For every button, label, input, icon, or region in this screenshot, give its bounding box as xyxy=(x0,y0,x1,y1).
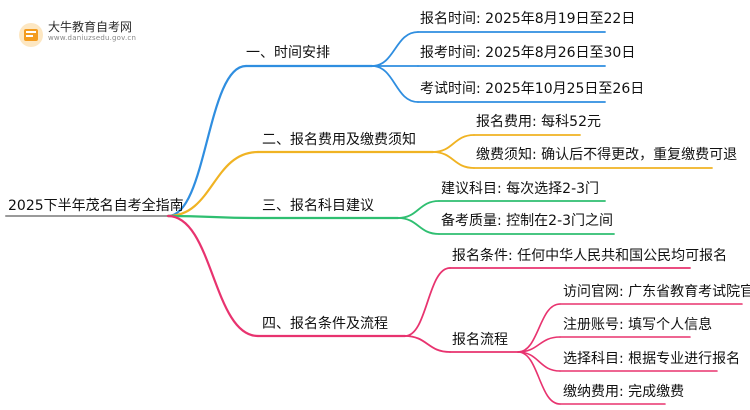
leaf-connector xyxy=(517,351,561,372)
leaf-connector xyxy=(517,351,561,405)
leaf-connector xyxy=(432,151,475,169)
leaf-label: 报名费用: 每科52元 xyxy=(476,114,601,130)
leaf-label: 备考质量: 控制在2-3门之间 xyxy=(441,213,614,229)
leaf-label: 选择科目: 根据专业进行报名 xyxy=(563,351,741,367)
leaf-label: 访问官网: 广东省教育考试院官网 xyxy=(563,284,750,300)
branch-connector xyxy=(166,214,260,220)
logo-title: 大牛教育自考网 xyxy=(48,20,133,34)
subbranch-label: 报名流程 xyxy=(452,332,508,348)
branch-label: 三、报名科目建议 xyxy=(262,198,374,214)
branch-label: 四、报名条件及流程 xyxy=(262,316,388,332)
leaf-label: 报名时间: 2025年8月19日至22日 xyxy=(420,11,636,27)
leaf-connector xyxy=(432,134,475,153)
leaf-connector xyxy=(397,200,440,219)
logo-url: www.daniuzsedu.gov.cn xyxy=(48,34,137,42)
subbranch-connector xyxy=(404,335,451,353)
leaf-connector xyxy=(371,65,419,103)
leaf-label: 缴费须知: 确认后不得更改，重复缴费可退 xyxy=(476,147,738,163)
branch-connector xyxy=(166,150,260,218)
branch-connector xyxy=(166,214,260,338)
leaf-label: 报考时间: 2025年8月26日至30日 xyxy=(420,45,636,61)
leaf-label: 缴纳费用: 完成缴费 xyxy=(563,384,685,400)
branch-label: 二、报名费用及缴费须知 xyxy=(262,132,416,148)
leaf-connector xyxy=(371,31,419,67)
leaf-label: 考试时间: 2025年10月25日至26日 xyxy=(420,81,645,97)
leaf-connector xyxy=(397,217,440,235)
leaf-connector xyxy=(517,303,561,353)
branch-connector xyxy=(166,64,248,218)
root-topic: 2025下半年茂名自考全指南 xyxy=(8,198,184,214)
leaf-label: 建议科目: 每次选择2-3门 xyxy=(441,181,600,197)
logo-icon xyxy=(18,22,44,48)
leaf-label: 注册账号: 填写个人信息 xyxy=(563,317,713,333)
leaf-label: 报名条件: 任何中华人民共和国公民均可报名 xyxy=(452,248,728,264)
leaf-connector xyxy=(404,267,451,337)
branch-label: 一、时间安排 xyxy=(246,45,330,61)
